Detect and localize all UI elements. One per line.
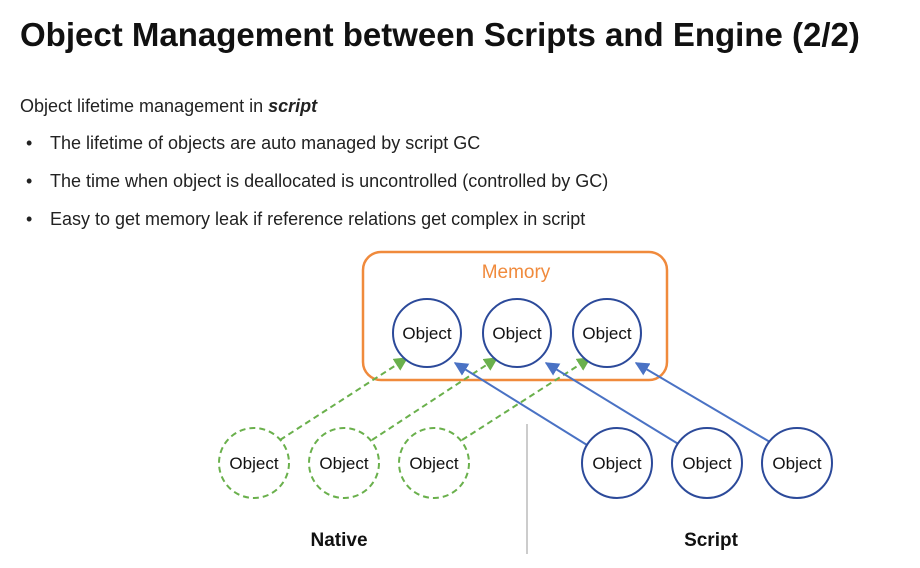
native-reference-arrow — [279, 357, 409, 441]
script-reference-arrow — [634, 362, 776, 446]
script-object: Object — [761, 427, 833, 499]
script-object: Object — [581, 427, 653, 499]
bullet-text: The time when object is deallocated is u… — [50, 171, 609, 191]
native-label: Native — [310, 530, 367, 551]
script-object: Object — [671, 427, 743, 499]
subtitle: Object lifetime management in script — [20, 96, 317, 117]
script-reference-arrow — [544, 362, 681, 446]
memory-box — [361, 250, 669, 382]
script-object-label: Object — [592, 454, 641, 473]
bullet-text: Easy to get memory leak if reference rel… — [50, 209, 586, 229]
bullet-item: • The lifetime of objects are auto manage… — [20, 132, 608, 170]
bullet-item: • Easy to get memory leak if reference re… — [20, 208, 608, 246]
memory-object-label: Object — [492, 324, 541, 343]
bullet-item: • The time when object is deallocated is … — [20, 170, 608, 208]
native-object-label: Object — [319, 454, 368, 473]
subtitle-emphasis: script — [268, 96, 318, 116]
script-reference-arrow — [453, 362, 588, 446]
native-object-label: Object — [229, 454, 278, 473]
native-reference-arrow — [461, 357, 592, 441]
native-object: Object — [218, 427, 290, 499]
memory-object: Object — [482, 298, 552, 368]
memory-object-label: Object — [402, 324, 451, 343]
subtitle-prefix: Object lifetime management in — [20, 96, 269, 116]
slide-title: Object Management between Scripts and En… — [20, 16, 860, 53]
bullet-dot-icon: • — [26, 171, 33, 191]
script-object-label: Object — [772, 454, 821, 473]
memory-object: Object — [572, 298, 642, 368]
native-object: Object — [308, 427, 380, 499]
bullet-dot-icon: • — [26, 209, 33, 229]
native-object: Object — [398, 427, 470, 499]
bullet-text: The lifetime of objects are auto managed… — [50, 133, 481, 153]
memory-object-label: Object — [582, 324, 631, 343]
script-label: Script — [684, 530, 739, 551]
memory-label: Memory — [482, 262, 551, 283]
bullet-list: • The lifetime of objects are auto manage… — [20, 132, 608, 246]
memory-object: Object — [392, 298, 462, 368]
native-object-label: Object — [409, 454, 458, 473]
native-reference-arrow — [371, 357, 499, 441]
script-object-label: Object — [682, 454, 731, 473]
bullet-dot-icon: • — [26, 133, 33, 153]
